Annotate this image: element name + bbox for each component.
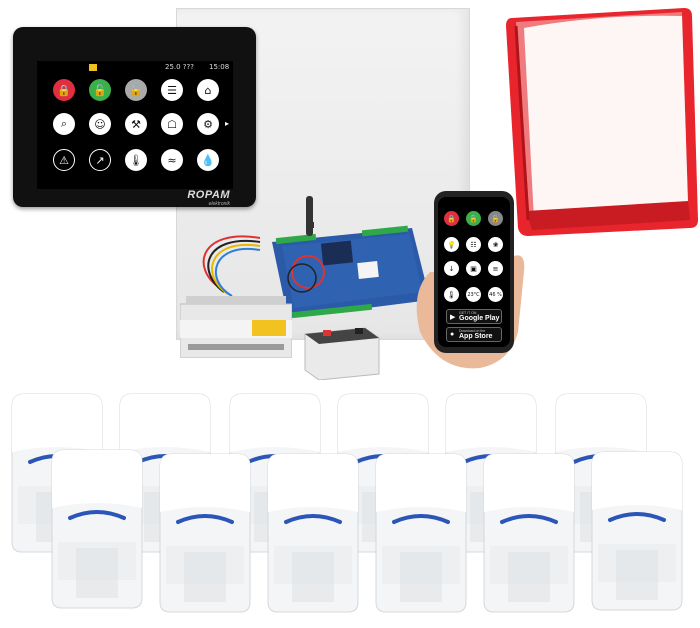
ai-chart-icon[interactable]: ↗ [89,149,111,171]
smartphone: 🔒 🔓 🔓 💡 ☷ ❀ ↓ ▣ ≡ 🌡 23°C 46 % ▶ GET IT O… [434,191,514,353]
lock-red-icon[interactable]: 🔒 [444,211,459,226]
image-icon[interactable]: ▣ [466,261,481,276]
google-play-button[interactable]: ▶ GET IT ON Google Play [446,309,502,324]
motion-detector-8 [159,453,251,613]
house-icon[interactable]: ⌂ [197,79,219,101]
warning-icon[interactable]: ⚠ [53,149,75,171]
app-store-button[interactable]: ● Download on the App Store [446,327,502,342]
lock-green-icon[interactable]: 🔓 [466,211,481,226]
users-icon[interactable]: ☺ [89,113,111,135]
download-icon[interactable]: ↓ [444,261,459,276]
brand-logo-sub: elektronik [208,201,230,207]
settings-icon[interactable]: ⚙ [197,113,219,135]
status-clock: 15:08 [209,63,230,71]
lock-green-icon[interactable]: 🔓 [89,79,111,101]
wire-harness [202,235,261,297]
motion-detector-7 [51,449,143,609]
list-icon[interactable]: ☰ [161,79,183,101]
temperature-readout: 23°C [466,287,481,302]
control-board [272,222,430,319]
humidity-readout: 46 % [488,287,503,302]
house-grid-icon[interactable]: ☖ [161,113,183,135]
notification-badge [89,64,97,71]
lock-gray-icon[interactable]: 🔓 [125,79,147,101]
tools-icon[interactable]: ⚒ [125,113,147,135]
water-icon[interactable]: ≈ [161,149,183,171]
status-temperature: 25.0 ??? [165,63,194,71]
gate-icon[interactable]: ≡ [488,261,503,276]
outdoor-siren [506,8,698,236]
grid-icon[interactable]: ☷ [466,237,481,252]
drop-icon[interactable]: 💧 [197,149,219,171]
keypad-screen: 25.0 ??? 15:08 🔒 🔓 🔓 ☰ ⌂ ⌕ ☺ ⚒ ☖ ⚙ ▸ ⚠ ↗… [37,61,233,189]
phone-screen: 🔒 🔓 🔓 💡 ☷ ❀ ↓ ▣ ≡ 🌡 23°C 46 % ▶ GET IT O… [438,197,510,347]
motion-detector-12 [591,451,683,611]
brand-logo: ROPAM [187,189,230,201]
google-play-icon: ▶ [450,314,456,321]
bulb-icon[interactable]: 💡 [444,237,459,252]
fan-icon[interactable]: ❀ [488,237,503,252]
thermometer-icon[interactable]: 🌡 [125,149,147,171]
gsm-antenna [306,196,313,236]
motion-detector-10 [375,453,467,613]
search-icon[interactable]: ⌕ [53,113,75,135]
lock-gray-icon[interactable]: 🔓 [488,211,503,226]
touch-keypad: 25.0 ??? 15:08 🔒 🔓 🔓 ☰ ⌂ ⌕ ☺ ⚒ ☖ ⚙ ▸ ⚠ ↗… [13,27,256,207]
motion-detector-9 [267,453,359,613]
backup-battery [304,327,380,380]
lock-red-icon[interactable]: 🔒 [53,79,75,101]
motion-detector-11 [483,453,575,613]
apple-icon: ● [450,331,455,338]
power-supply-module [180,296,292,358]
thermostat-icon[interactable]: 🌡 [444,287,459,302]
next-page-arrow-icon[interactable]: ▸ [225,119,230,128]
